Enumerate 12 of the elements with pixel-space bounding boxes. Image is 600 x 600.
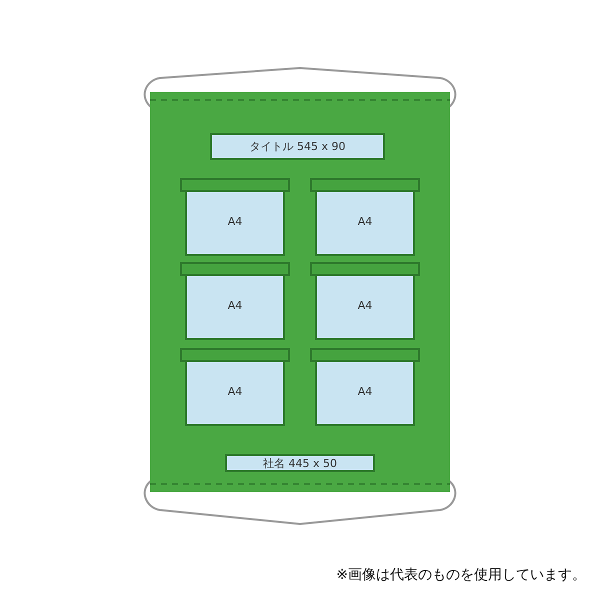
pocket-label: A4 — [358, 214, 372, 228]
pocket-label: A4 — [358, 298, 372, 312]
name-pocket — [225, 454, 375, 472]
pocket-label: A4 — [358, 384, 372, 398]
pocket-label: A4 — [228, 214, 242, 228]
name-pocket — [210, 133, 385, 160]
pocket-label: A4 — [228, 384, 242, 398]
pocket-label: A4 — [228, 298, 242, 312]
pocket-label: 社名 445 x 50 — [263, 456, 337, 470]
banner-panel — [150, 92, 450, 492]
note-text: ※画像は代表のものを使用しています。 — [335, 566, 586, 584]
pocket-label: タイトル 545 x 90 — [250, 139, 346, 154]
